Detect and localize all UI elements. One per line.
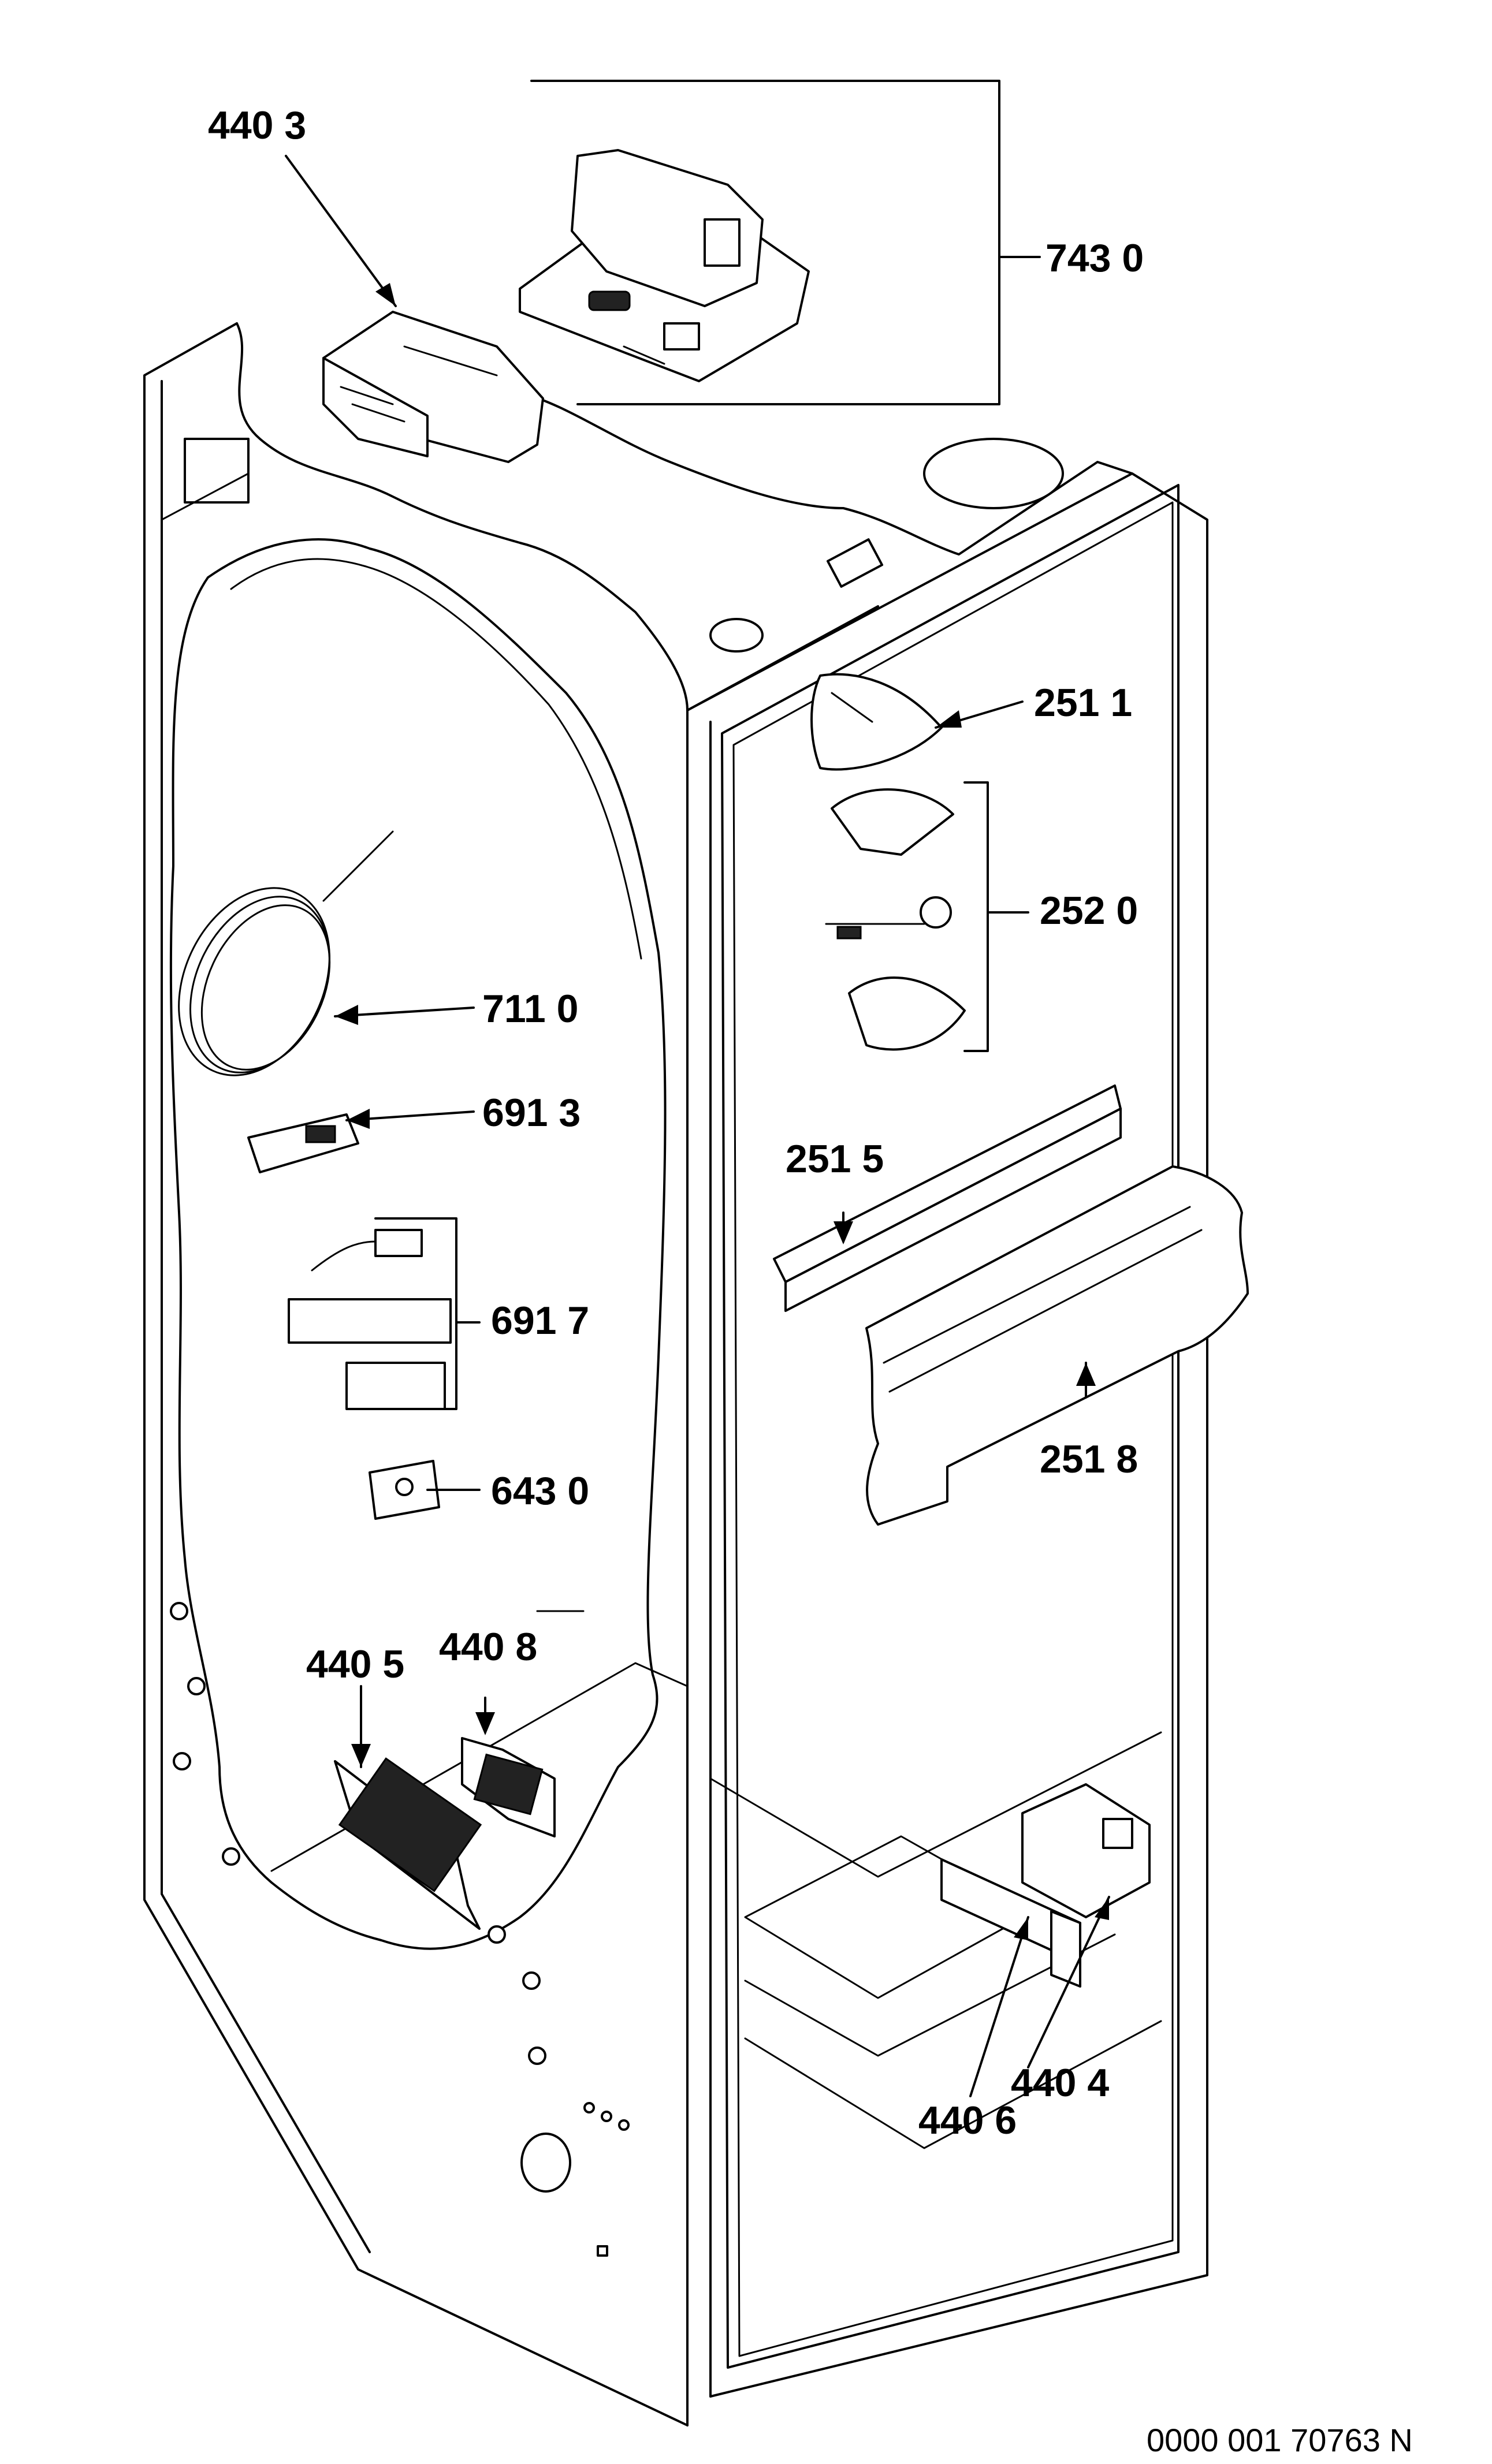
callout-252-0: 252 0 [1040,889,1138,933]
callout-440-4: 440 4 [1011,2061,1109,2105]
callout-691-3: 691 3 [482,1091,581,1135]
callout-440-3: 440 3 [208,103,306,147]
callout-643-0: 643 0 [491,1469,589,1513]
light-cover [810,673,943,771]
bracket-743-0 [530,80,1000,405]
cabinet-body [143,322,1208,2426]
callout-251-8: 251 8 [1040,1437,1138,1481]
callout-251-1: 251 1 [1034,681,1132,725]
callout-251-5: 251 5 [786,1137,884,1181]
thermostat-group [288,1229,452,1410]
divider-rail [773,1084,1122,1312]
ice-dispenser-assembly [519,149,810,382]
sensor-part-691-3 [247,1113,359,1173]
air-filter [461,1737,556,1837]
bracket-440-4 [1021,1783,1151,1918]
callout-711-0: 711 0 [482,987,578,1031]
drawing-number: 0000 001 70763 N [1147,2422,1413,2458]
mullion-cover [865,1165,1249,1526]
callout-440-6: 440 6 [918,2098,1017,2142]
callout-440-8: 440 8 [439,1625,537,1669]
control-board [334,1757,482,1930]
callout-691-7: 691 7 [491,1299,589,1343]
tubing-coil [178,830,394,1076]
callout-440-5: 440 5 [306,1642,404,1686]
callout-743-0: 743 0 [1045,236,1144,280]
fan-motor-housing [322,311,544,463]
lamp-socket-group [825,788,966,1051]
bracket-440-6 [940,1858,1081,1988]
bracket-part-643-0 [369,1460,440,1520]
